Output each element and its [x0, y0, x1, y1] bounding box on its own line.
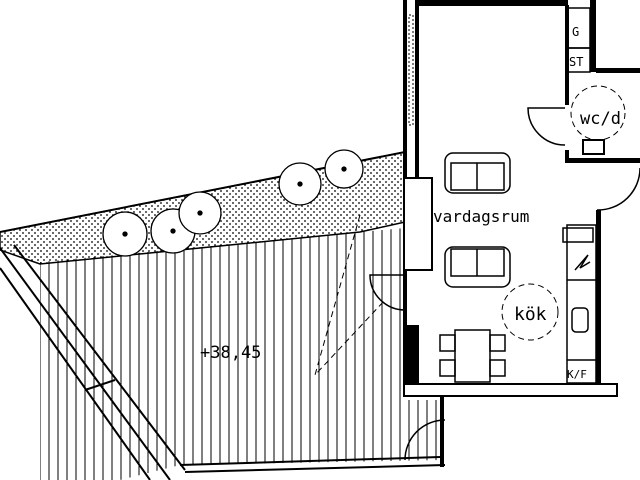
- terrace-deck: [40, 228, 440, 480]
- wc-door-swing: [527, 107, 566, 146]
- kitchen-counter: [562, 224, 597, 384]
- terrace-door-swing: [369, 274, 406, 311]
- walls: [403, 0, 640, 467]
- bedroom-door-swing: [596, 167, 640, 211]
- entry-door-swing: [404, 419, 446, 461]
- sofas: [444, 152, 511, 288]
- fixture-g: G: [572, 25, 579, 39]
- fixture-st: ST: [569, 55, 583, 69]
- room-wc: wc/d: [580, 109, 621, 129]
- room-kitchen: kök: [514, 304, 547, 325]
- trees: [102, 149, 364, 257]
- dining-table: [439, 329, 506, 383]
- ramp: [0, 244, 446, 480]
- room-living: vardagsrum: [433, 207, 529, 226]
- fixture-kf: K/F: [567, 368, 587, 381]
- terrace-elevation: +38,45: [200, 343, 261, 363]
